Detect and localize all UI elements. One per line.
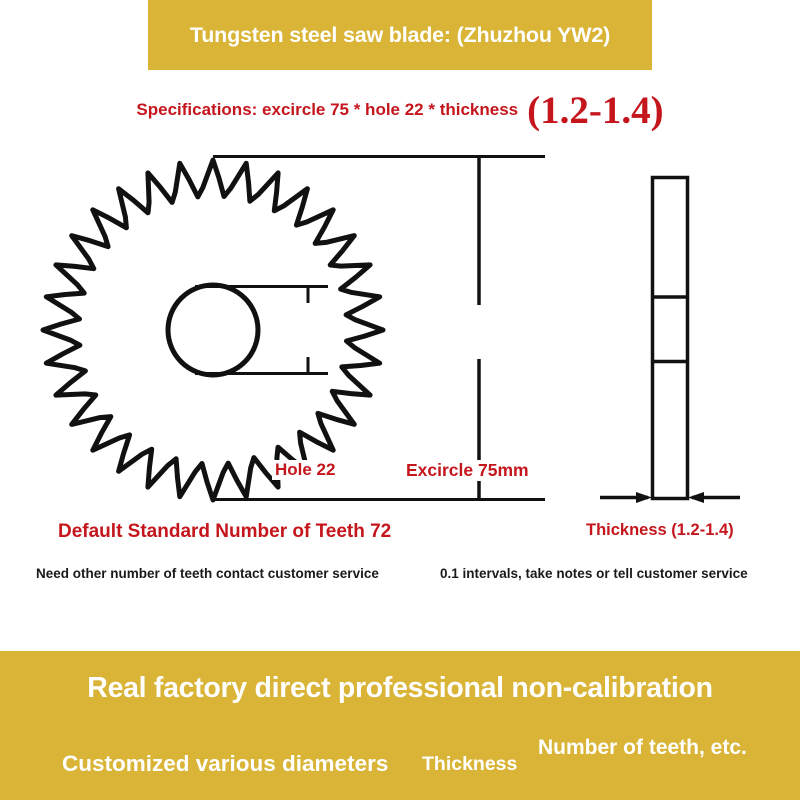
header-banner: Tungsten steel saw blade: (Zhuzhou YW2): [148, 0, 652, 70]
saw-blade-outline: [40, 157, 386, 503]
thickness-arrowhead-right: [688, 492, 704, 503]
specification-row: Specifications: excircle 75 * hole 22 * …: [0, 86, 800, 134]
side-view-body: [650, 175, 690, 501]
thickness-note: 0.1 intervals, take notes or tell custom…: [440, 566, 748, 581]
page-title: Tungsten steel saw blade: (Zhuzhou YW2): [189, 22, 611, 47]
footer-headline: Real factory direct professional non-cal…: [87, 672, 713, 704]
teeth-count-title: Default Standard Number of Teeth 72: [58, 521, 392, 542]
footer-feature-list: Customized various diameters Thickness N…: [0, 736, 800, 800]
teeth-count-note: Need other number of teeth contact custo…: [36, 566, 379, 581]
specification-text: Specifications: excircle 75 * hole 22 * …: [136, 100, 519, 119]
footer-feature-diameters: Customized various diameters: [62, 751, 389, 776]
center-hole-circle: [165, 282, 261, 378]
footer-banner: Real factory direct professional non-cal…: [0, 651, 800, 800]
technical-drawing: Hole 22 Excircle 75mm: [0, 140, 800, 520]
footer-feature-thickness: Thickness: [422, 753, 518, 775]
specification-thickness-value: (1.2-1.4): [527, 88, 664, 132]
hole-dimension-label: Hole 22: [272, 460, 339, 480]
excircle-dimension-label: Excircle 75mm: [402, 460, 533, 481]
thickness-title: Thickness (1.2-1.4): [586, 521, 734, 539]
thickness-arrowhead-left: [636, 492, 652, 503]
drawing-canvas: [40, 155, 740, 503]
footer-feature-teeth: Number of teeth, etc.: [538, 736, 747, 759]
